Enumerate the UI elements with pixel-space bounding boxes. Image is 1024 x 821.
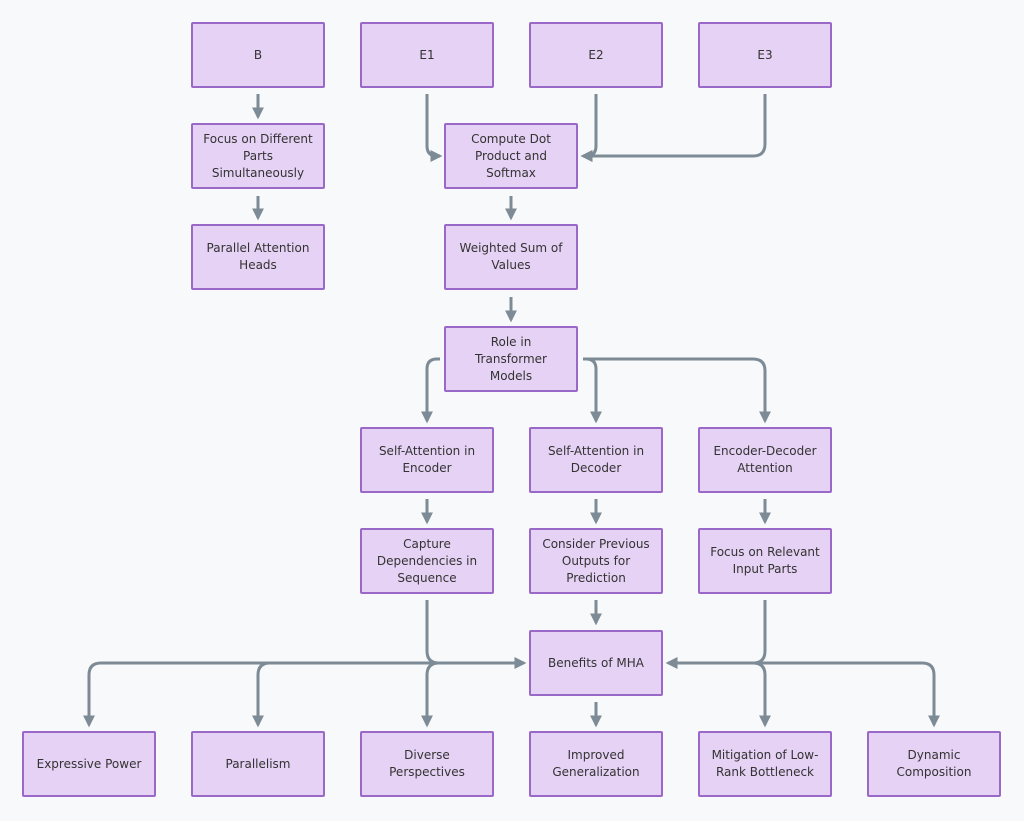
node-b-label: B: [253, 47, 263, 62]
node-benefits-mha: Benefits of MHA: [529, 630, 663, 696]
node-role-transformer-label: Role in Transformer Models: [474, 334, 547, 383]
node-compute-dot-label: Compute Dot Product and Softmax: [471, 131, 551, 180]
node-consider-prev-label: Consider Previous Outputs for Prediction: [542, 536, 650, 585]
node-parallel-heads-label: Parallel Attention Heads: [206, 241, 310, 272]
edge-e1-to-compute-dot: [425, 94, 443, 162]
node-self-attn-encoder-label: Self-Attention in Encoder: [378, 444, 476, 475]
node-enc-dec-attn: Encoder-Decoder Attention: [698, 427, 832, 493]
node-capture-deps: Capture Dependencies in Sequence: [360, 528, 494, 594]
edge-role-to-self-attn-encoder: [421, 357, 440, 424]
node-expressive-power-label: Expressive Power: [36, 756, 142, 771]
node-diverse-perspectives-label: Diverse Perspectives: [389, 748, 465, 779]
node-self-attn-encoder: Self-Attention in Encoder: [360, 427, 494, 493]
node-parallel-heads: Parallel Attention Heads: [191, 224, 325, 290]
edge-capture-deps-to-benefits: [425, 600, 527, 669]
node-improved-generalization-label: Improved Generalization: [552, 748, 640, 779]
node-role-transformer: Role in Transformer Models: [444, 326, 578, 392]
node-expressive-power: Expressive Power: [22, 731, 156, 797]
edge-benefits-to-parallelism: [252, 661, 524, 728]
node-e1: E1: [360, 22, 494, 88]
edge-focus-relevant-to-benefits: [665, 600, 767, 669]
node-enc-dec-attn-label: Encoder-Decoder Attention: [713, 444, 817, 475]
node-improved-generalization: Improved Generalization: [529, 731, 663, 797]
node-self-attn-decoder-label: Self-Attention in Decoder: [547, 444, 645, 475]
node-e3: E3: [698, 22, 832, 88]
node-e1-label: E1: [419, 47, 435, 62]
node-compute-dot: Compute Dot Product and Softmax: [444, 123, 578, 189]
edge-e3-to-compute-dot: [580, 94, 767, 162]
edge-benefits-to-expressive: [83, 661, 524, 728]
node-e3-label: E3: [757, 47, 773, 62]
node-parallelism-label: Parallelism: [225, 756, 291, 771]
edge-benefits-to-dynamic: [668, 661, 940, 728]
node-consider-prev: Consider Previous Outputs for Prediction: [529, 528, 663, 594]
node-focus-relevant: Focus on Relevant Input Parts: [698, 528, 832, 594]
node-b: B: [191, 22, 325, 88]
node-mitigation: Mitigation of Low-Rank Bottleneck: [698, 731, 832, 797]
node-focus-different: Focus on Different Parts Simultaneously: [191, 123, 325, 189]
node-dynamic-composition: Dynamic Composition: [867, 731, 1001, 797]
node-e2-label: E2: [588, 47, 604, 62]
node-e2: E2: [529, 22, 663, 88]
node-benefits-mha-label: Benefits of MHA: [548, 655, 644, 670]
edge-role-to-enc-dec-attn: [583, 357, 771, 424]
node-focus-relevant-label: Focus on Relevant Input Parts: [710, 545, 820, 576]
node-diverse-perspectives: Diverse Perspectives: [360, 731, 494, 797]
edge-benefits-to-diverse: [421, 661, 524, 728]
node-dynamic-composition-label: Dynamic Composition: [896, 748, 972, 779]
node-self-attn-decoder: Self-Attention in Decoder: [529, 427, 663, 493]
node-focus-different-label: Focus on Different Parts Simultaneously: [203, 131, 313, 180]
node-parallelism: Parallelism: [191, 731, 325, 797]
node-weighted-sum: Weighted Sum of Values: [444, 224, 578, 290]
node-capture-deps-label: Capture Dependencies in Sequence: [376, 536, 478, 585]
edge-e2-to-compute-dot: [580, 94, 598, 162]
node-mitigation-label: Mitigation of Low-Rank Bottleneck: [711, 748, 819, 779]
node-weighted-sum-label: Weighted Sum of Values: [459, 241, 563, 272]
edge-role-to-self-attn-decoder: [583, 357, 602, 424]
edge-benefits-to-mitigation: [668, 661, 771, 728]
